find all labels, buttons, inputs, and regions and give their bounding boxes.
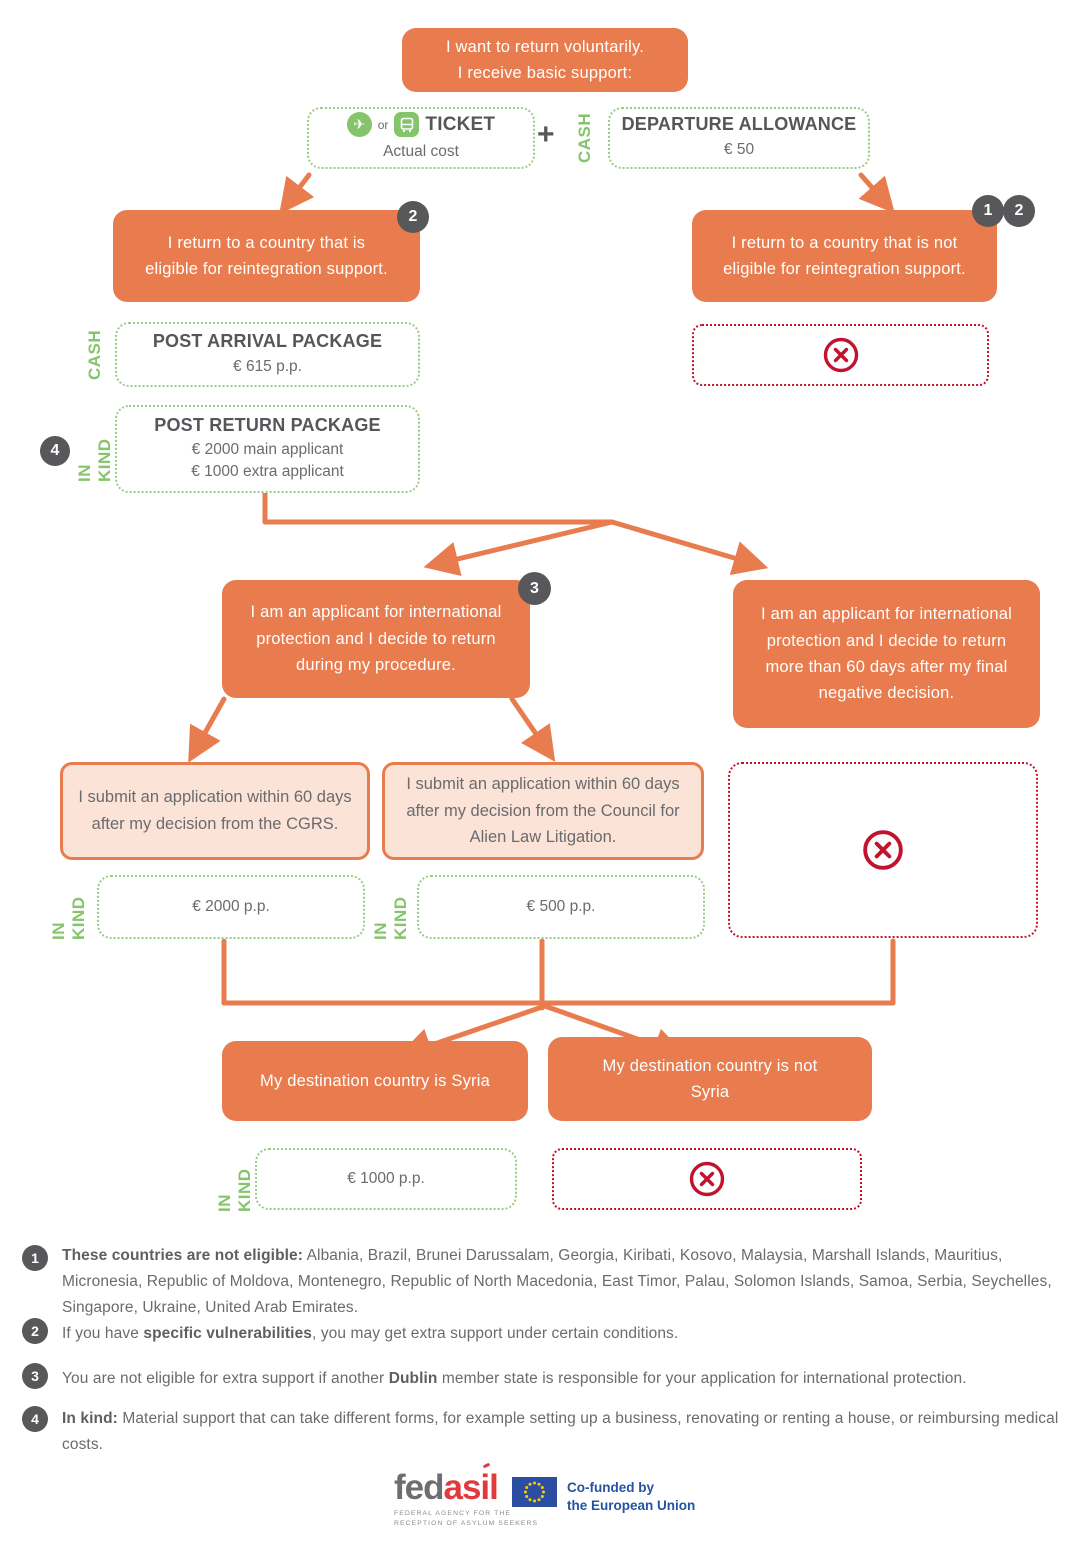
destination-not-syria-box: My destination country is not Syria [548, 1037, 872, 1121]
logo-tagline-1: FEDERAL AGENCY FOR THE [394, 1510, 511, 1517]
footnote-2: If you have specific vulnerabilities, yo… [62, 1325, 679, 1342]
badge-2: 2 [397, 201, 429, 233]
ticket-box: ✈ or TICKET Actual cost [307, 107, 535, 169]
amount-1000-box: € 1000 p.p. [255, 1148, 517, 1210]
badge-3: 3 [518, 572, 551, 605]
badge-4: 4 [40, 436, 70, 466]
no-support-box-1 [692, 324, 989, 386]
post-arrival-package-box: POST ARRIVAL PACKAGE € 615 p.p. [115, 322, 420, 387]
applicant-after-decision-box: I am an applicant for international prot… [733, 580, 1040, 728]
badge-2b: 2 [1003, 195, 1035, 227]
footnote-3: You are not eligible for extra support i… [62, 1370, 967, 1387]
eu-cofunded-line1: Co-funded by [567, 1480, 654, 1495]
applicant-during-procedure-box: I am an applicant for international prot… [222, 580, 530, 698]
eligible-country-box: I return to a country that is eligible f… [113, 210, 420, 302]
rejected-icon [823, 337, 858, 373]
footnote-badge-4: 4 [22, 1406, 48, 1432]
ticket-title: TICKET [425, 113, 496, 135]
start-box: I want to return voluntarily. I receive … [402, 28, 688, 92]
in-kind-label-4: IN KIND [215, 1168, 254, 1212]
departure-title: DEPARTURE ALLOWANCE [621, 114, 857, 135]
footnote-1: These countries are not eligible: Albani… [62, 1247, 1052, 1316]
rejected-icon [863, 830, 903, 870]
eu-flag-icon [512, 1477, 557, 1507]
eu-cofunded-text: Co-funded by the European Union [567, 1479, 695, 1514]
rejected-icon [689, 1161, 725, 1197]
amount-500: € 500 p.p. [526, 898, 596, 915]
footnote-badge-2: 2 [22, 1318, 48, 1344]
amount-2000-box: € 2000 p.p. [97, 875, 365, 939]
departure-allowance-box: DEPARTURE ALLOWANCE € 50 [608, 107, 870, 169]
cash-label-2: CASH [85, 329, 104, 381]
no-support-box-3 [552, 1148, 862, 1210]
or-label: or [377, 117, 389, 132]
plane-icon: ✈ [346, 112, 372, 138]
post-return-title: POST RETURN PACKAGE [154, 414, 381, 435]
in-kind-label-3: IN KIND [371, 896, 410, 940]
post-return-line2: € 1000 extra applicant [191, 463, 344, 480]
fedasil-logo: fedasil FEDERAL AGENCY FOR THE RECEPTION… [394, 1462, 539, 1529]
amount-2000: € 2000 p.p. [192, 898, 270, 915]
logo-fed: fed [394, 1468, 444, 1507]
badge-1: 1 [972, 195, 1004, 227]
amount-500-box: € 500 p.p. [417, 875, 705, 939]
post-return-package-box: POST RETURN PACKAGE € 2000 main applican… [115, 405, 420, 493]
departure-amount: € 50 [723, 141, 755, 159]
destination-syria-box: My destination country is Syria [222, 1041, 528, 1121]
plus-sign: + [537, 118, 555, 151]
ticket-subtitle: Actual cost [383, 143, 459, 161]
footnote-4: In kind: Material support that can take … [62, 1410, 1059, 1453]
post-arrival-amount: € 615 p.p. [233, 357, 302, 375]
logo-tagline-2: RECEPTION OF ASYLUM SEEKERS [394, 1520, 539, 1528]
submit-cgrs-box: I submit an application within 60 days a… [60, 762, 370, 860]
bus-icon [394, 112, 420, 138]
post-arrival-title: POST ARRIVAL PACKAGE [152, 330, 383, 351]
cash-label: CASH [575, 112, 594, 164]
logo-asil: asil [444, 1462, 499, 1507]
submit-council-box: I submit an application within 60 days a… [382, 762, 704, 860]
in-kind-label-2: IN KIND [49, 896, 88, 940]
amount-1000: € 1000 p.p. [347, 1170, 425, 1187]
eu-cofunded-line2: the European Union [567, 1497, 696, 1513]
footnote-badge-3: 3 [22, 1363, 48, 1389]
no-support-box-2 [728, 762, 1038, 938]
in-kind-label-1: IN KIND [75, 438, 114, 482]
footnote-badge-1: 1 [22, 1245, 48, 1271]
post-return-line1: € 2000 main applicant [191, 440, 344, 458]
not-eligible-country-box: I return to a country that is not eligib… [692, 210, 997, 302]
